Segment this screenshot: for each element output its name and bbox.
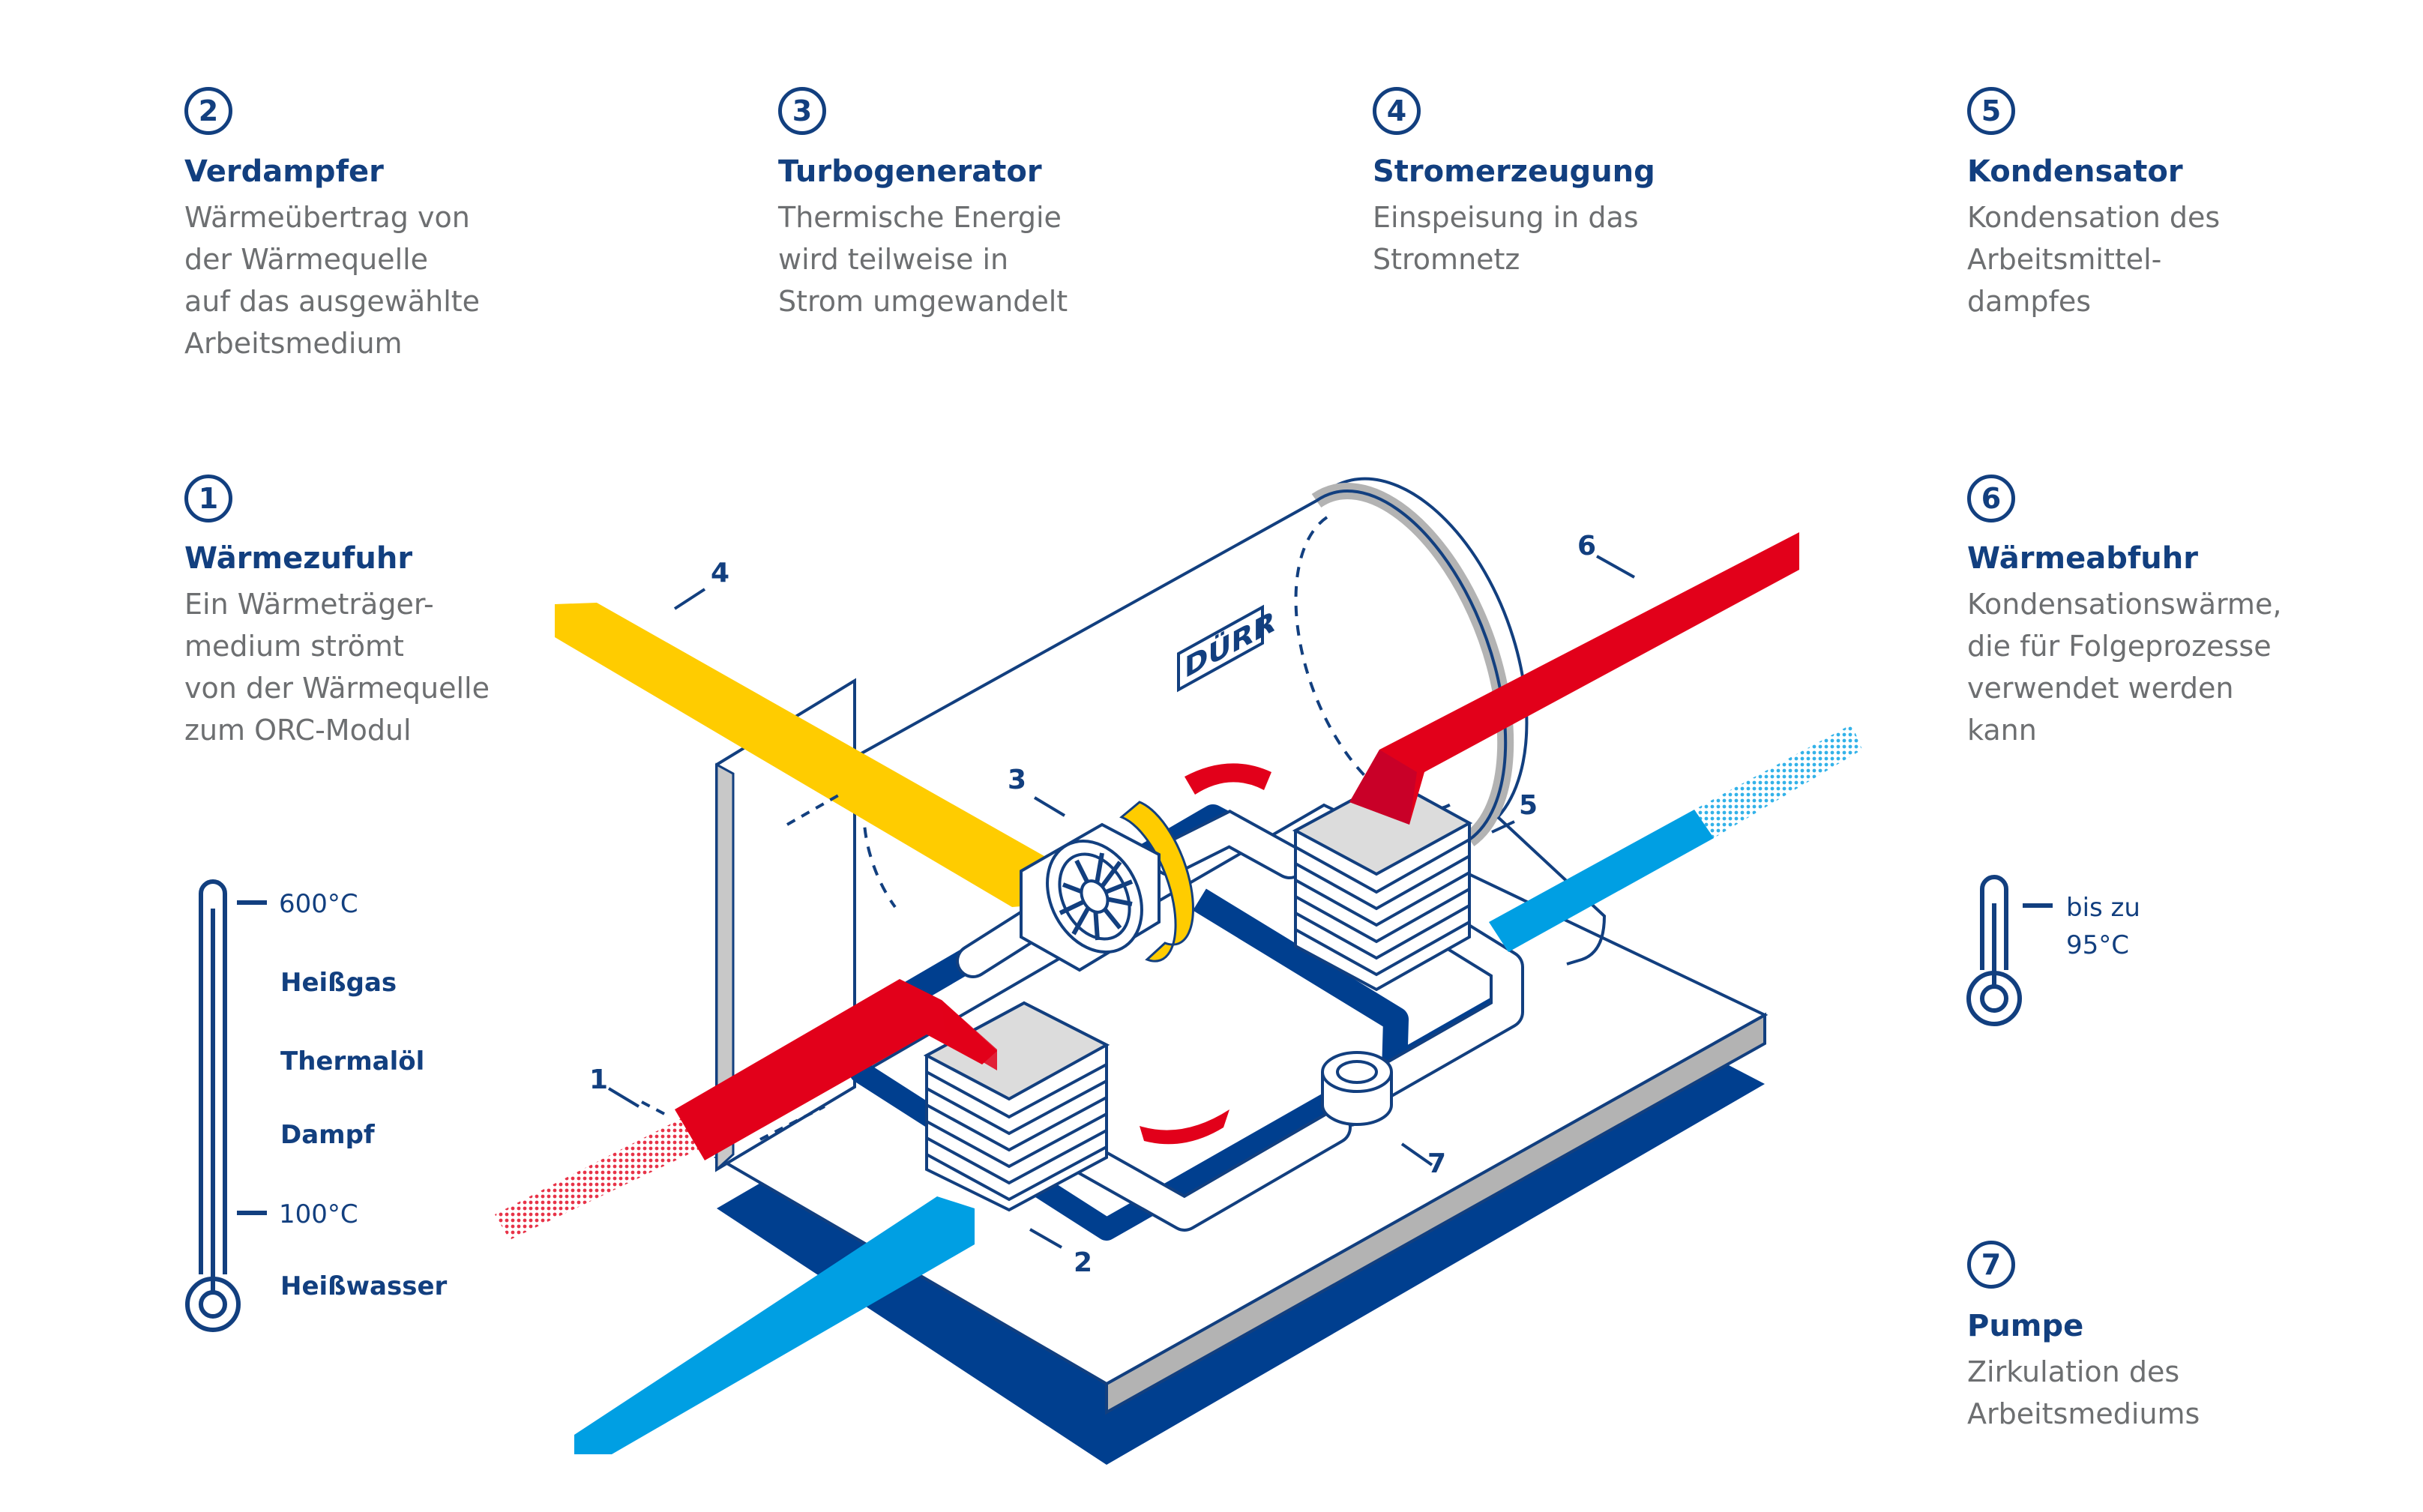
kondensator-description: Kondensation des Arbeitsmittel- dampfes xyxy=(1967,196,2220,322)
desc-line: Kondensation des xyxy=(1967,201,2221,234)
desc-line: Wärmeübertrag von xyxy=(184,201,470,234)
temp-600: 600°C xyxy=(279,889,358,919)
callout-leaders xyxy=(607,555,1635,1249)
desc-line: auf das ausgewählte xyxy=(184,285,481,318)
callout-3: 3 xyxy=(1008,765,1027,795)
waermezufuhr-title: Wärmezufuhr xyxy=(184,541,413,576)
thermometer-left-icon xyxy=(185,879,267,1332)
turbogenerator-title: Turbogenerator xyxy=(778,154,1042,189)
desc-line: Thermische Energie xyxy=(778,201,1062,234)
desc-line: Strom umgewandelt xyxy=(778,285,1068,318)
waermezufuhr-description: Ein Wärmeträger- medium strömt von der W… xyxy=(184,583,490,751)
turbine-icon xyxy=(1020,822,1161,972)
desc-line: Stromnetz xyxy=(1373,243,1520,276)
cooling-input-band-fade xyxy=(1694,724,1862,838)
desc-line: der Wärmequelle xyxy=(184,243,429,276)
callout-6: 6 xyxy=(1577,531,1597,561)
heat-input-band xyxy=(675,979,997,1160)
desc-line: zum ORC-Modul xyxy=(184,714,412,747)
waermeabfuhr-description: Kondensationswärme, die für Folgeprozess… xyxy=(1967,583,2281,751)
verdampfer-title: Verdampfer xyxy=(184,154,384,189)
step-number-1: 1 xyxy=(184,475,232,522)
step-number-7: 7 xyxy=(1967,1241,2015,1289)
desc-line: Arbeitsmittel- xyxy=(1967,243,2162,276)
power-output-band xyxy=(555,603,1050,907)
medium-thermaloel: Thermalöl xyxy=(280,1046,425,1076)
stromerzeugung-title: Stromerzeugung xyxy=(1373,154,1655,189)
step-number-2: 2 xyxy=(184,87,232,135)
medium-dampf: Dampf xyxy=(280,1120,375,1150)
flow-arrow-bottom xyxy=(1140,1109,1229,1145)
callout-5: 5 xyxy=(1519,790,1538,821)
desc-line: medium strömt xyxy=(184,630,404,663)
kondensator-title: Kondensator xyxy=(1967,154,2183,189)
heat-input-band-down xyxy=(942,1000,997,1070)
verdampfer-description: Wärmeübertrag von der Wärmequelle auf da… xyxy=(184,196,480,364)
desc-line: Kondensationswärme, xyxy=(1967,588,2282,621)
desc-line: dampfes xyxy=(1967,285,2092,318)
desc-line: Arbeitsmedium xyxy=(184,327,403,360)
callout-1: 1 xyxy=(589,1064,609,1095)
turbogenerator-description: Thermische Energie wird teilweise in Str… xyxy=(778,196,1068,322)
desc-line: Zirkulation des xyxy=(1967,1355,2180,1388)
waermeabfuhr-title: Wärmeabfuhr xyxy=(1967,541,2198,576)
desc-line: Arbeitsmediums xyxy=(1967,1397,2200,1430)
medium-heissgas: Heißgas xyxy=(280,968,397,998)
temp-100: 100°C xyxy=(279,1199,358,1229)
desc-line: verwendet werden xyxy=(1967,672,2234,705)
desc-line: wird teilweise in xyxy=(778,243,1009,276)
temp-line: bis zu xyxy=(2066,893,2140,923)
desc-line: kann xyxy=(1967,714,2037,747)
callout-7: 7 xyxy=(1427,1148,1447,1179)
desc-line: Einspeisung in das xyxy=(1373,201,1639,234)
step-number-6: 6 xyxy=(1967,475,2015,522)
callout-2: 2 xyxy=(1074,1247,1093,1278)
step-number-4: 4 xyxy=(1373,87,1421,135)
condenser-stack xyxy=(1292,777,1473,992)
heat-output-band-down xyxy=(1349,750,1417,825)
flow-arrow-top xyxy=(1185,763,1271,795)
step-number-5: 5 xyxy=(1967,87,2015,135)
pumpe-title: Pumpe xyxy=(1967,1309,2084,1343)
stromerzeugung-description: Einspeisung in das Stromnetz xyxy=(1373,196,1639,280)
thermometer-right-icon xyxy=(1966,875,2053,1026)
desc-line: die für Folgeprozesse xyxy=(1967,630,2272,663)
temp-bis-zu: bis zu 95°C xyxy=(2066,889,2140,964)
temp-line: 95°C xyxy=(2066,930,2130,960)
desc-line: von der Wärmequelle xyxy=(184,672,490,705)
water-input-band xyxy=(574,1196,975,1454)
pumpe-description: Zirkulation des Arbeitsmediums xyxy=(1967,1351,2200,1435)
step-number-3: 3 xyxy=(778,87,826,135)
pump-icon xyxy=(1321,1051,1393,1126)
cooling-input-band xyxy=(1489,810,1714,952)
desc-line: Ein Wärmeträger- xyxy=(184,588,434,621)
callout-4: 4 xyxy=(711,558,730,588)
medium-heisswasser: Heißwasser xyxy=(280,1271,448,1301)
heat-input-band-fade xyxy=(495,1106,720,1240)
heat-output-band xyxy=(1349,532,1799,825)
